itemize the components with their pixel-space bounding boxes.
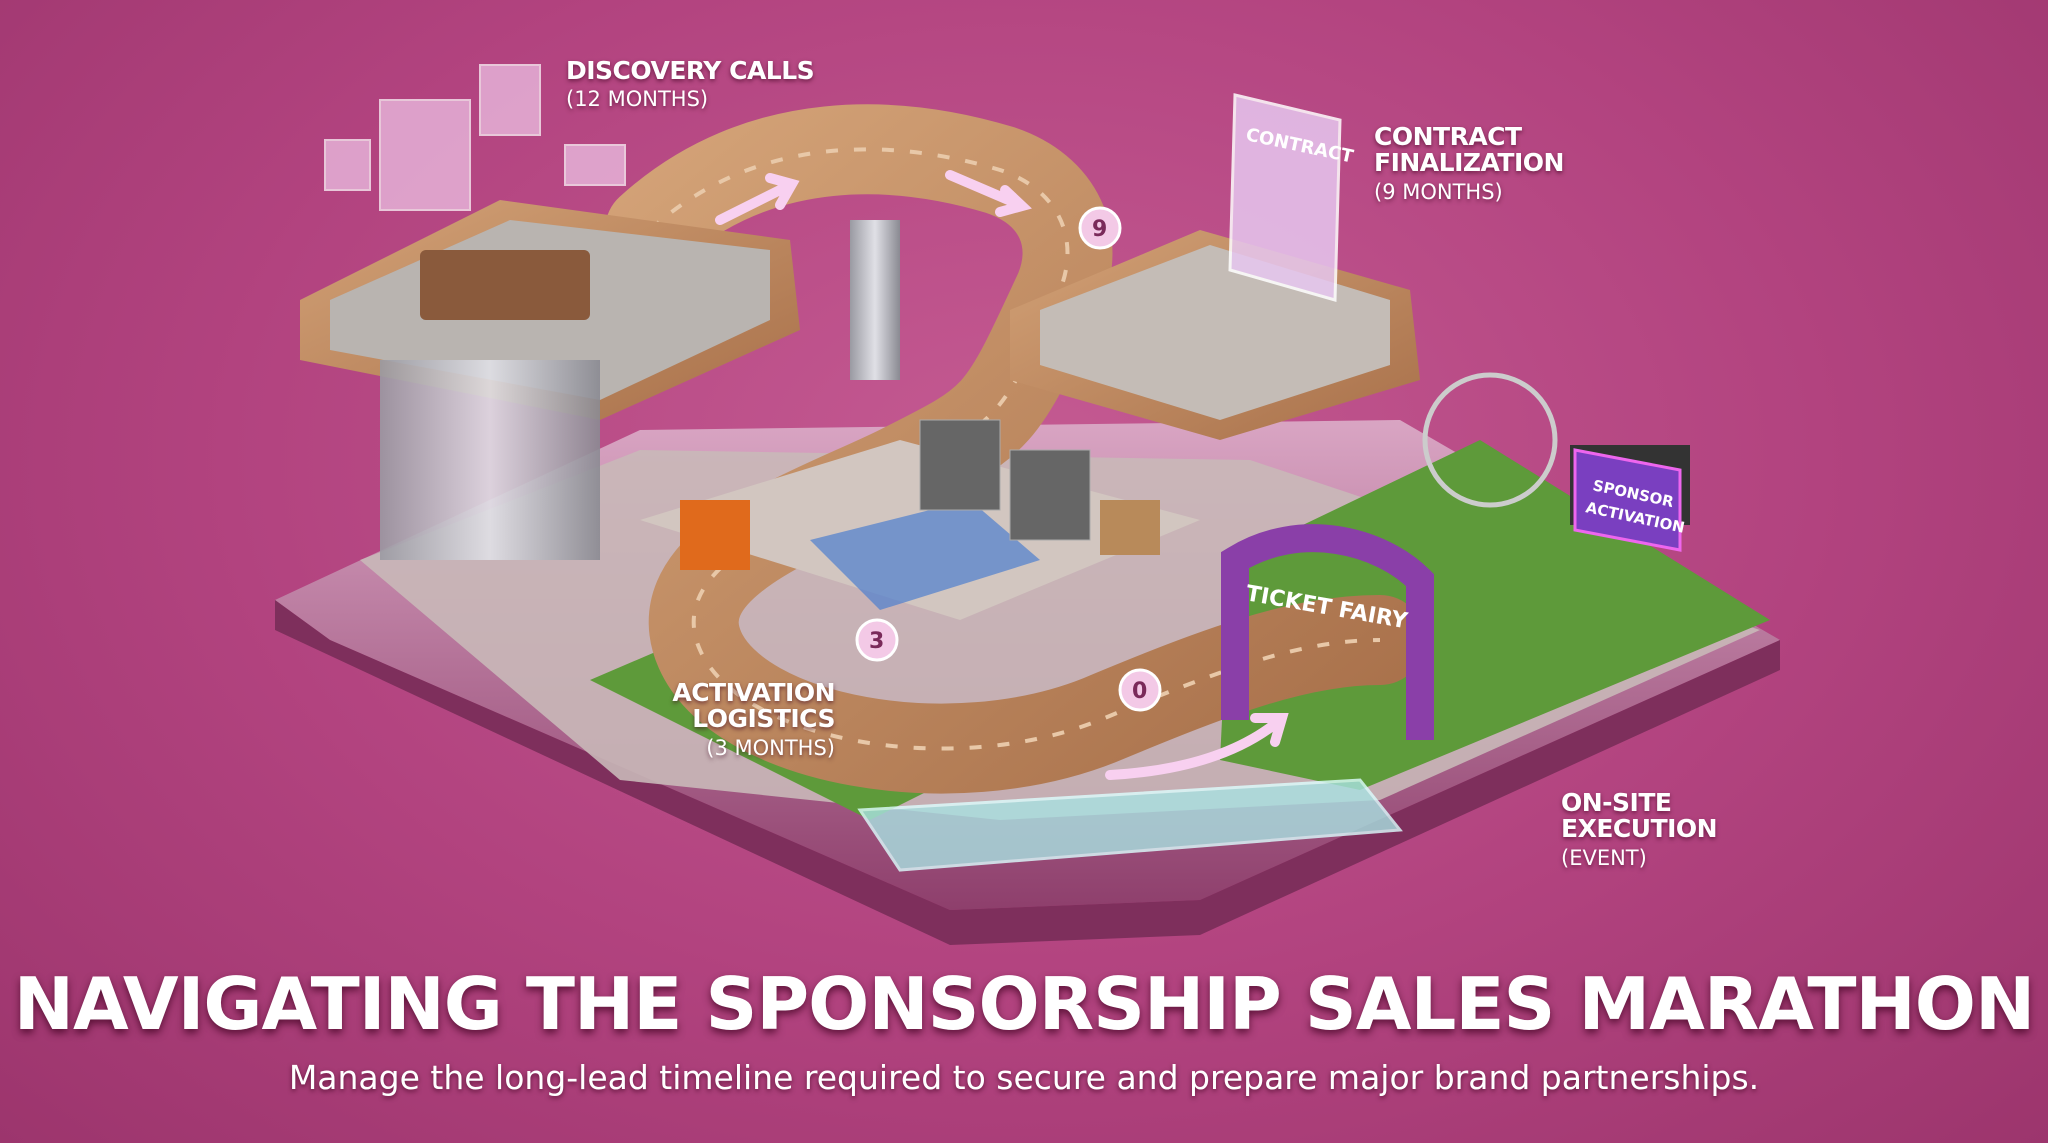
svg-text:9: 9 — [1092, 217, 1107, 242]
glass-floor — [857, 778, 1403, 872]
workshop-area — [640, 419, 1200, 620]
stage-activation-logistics: ACTIVATION LOGISTICS (3 MONTHS) — [672, 678, 835, 760]
page-subtitle: Manage the long-lead timeline required t… — [288, 1058, 1760, 1097]
stage-discovery-calls: DISCOVERY CALLS (12 MONTHS) — [566, 56, 815, 112]
marker-9: 9 — [1078, 206, 1122, 250]
discovery-platform — [300, 200, 800, 560]
marker-3: 3 — [855, 618, 899, 662]
contract-document-icon: CONTRACT — [1228, 93, 1356, 302]
svg-text:3: 3 — [869, 629, 884, 654]
hologram-dashboard-icons — [324, 64, 626, 211]
stage-contract-finalization: CONTRACT FINALIZATION (9 MONTHS) — [1374, 122, 1564, 204]
stage-on-site-execution: ON-SITE EXECUTION (EVENT) — [1561, 788, 1718, 870]
grass-area — [1220, 440, 1770, 790]
page-title: NAVIGATING THE SPONSORSHIP SALES MARATHO… — [13, 962, 2035, 1046]
arrow-icons — [715, 170, 1289, 780]
timeline-markers: 9 3 0 — [855, 206, 1162, 712]
marker-0: 0 — [1118, 668, 1162, 712]
svg-text:0: 0 — [1132, 679, 1147, 704]
